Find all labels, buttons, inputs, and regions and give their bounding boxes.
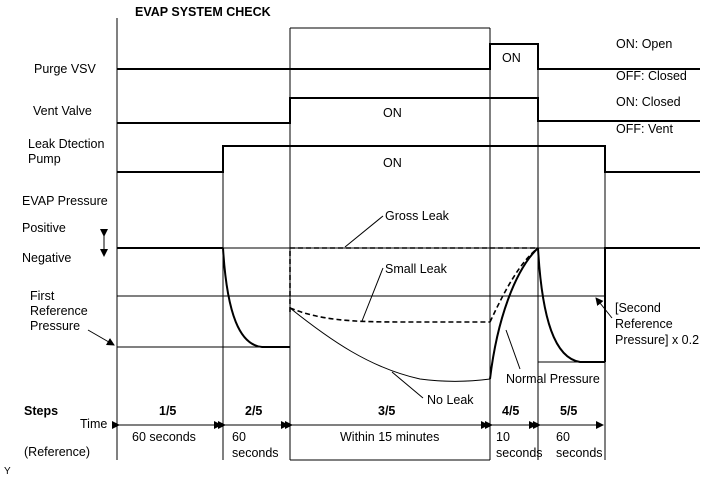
first-ref-label-line2: Reference (30, 304, 88, 318)
gross-leak-curve (289, 247, 490, 312)
step-1-label: 1/5 (159, 404, 176, 418)
step-4-time-line2: seconds (496, 446, 543, 460)
leak-pump-signal: Leak Dtection Pump ON (28, 137, 700, 173)
normal-pressure-recovery (489, 247, 539, 380)
no-leak-annotation: No Leak (427, 393, 474, 407)
purge-vsv-label: Purge VSV (34, 62, 97, 76)
first-ref-label-line1: First (30, 289, 55, 303)
second-ref-pointer (595, 297, 613, 319)
vent-valve-on-text: ON (383, 106, 402, 120)
leak-pump-label-line1: Leak Dtection (28, 137, 104, 151)
gross-leak-annotation: Gross Leak (385, 209, 450, 223)
steps-table: Steps Time (Reference) 1/5 2/5 3/5 4/5 5… (24, 404, 604, 460)
time-label: Time (80, 417, 107, 431)
normal-pressure-leader (505, 329, 521, 370)
purge-vsv-on-text: ON (502, 51, 521, 65)
small-leak-leader (361, 267, 384, 322)
step-2-time-line1: 60 (232, 430, 246, 444)
pressure-trace-step2 (222, 247, 290, 348)
step-2-time-line2: seconds (232, 446, 279, 460)
first-ref-label-line3: Pressure (30, 319, 80, 333)
footer-mark: Y (4, 466, 11, 477)
step-3-time: Within 15 minutes (340, 430, 439, 444)
no-leak-curve (289, 307, 491, 382)
leak-pump-on-text: ON (383, 156, 402, 170)
evap-pressure-label: EVAP Pressure (22, 194, 108, 208)
evap-pressure-section: EVAP Pressure Positive Negative First Re… (22, 194, 700, 407)
step-4-label: 4/5 (502, 404, 519, 418)
step-5-time-line2: seconds (556, 446, 603, 460)
step-4-time-line1: 10 (496, 430, 510, 444)
reference-label: (Reference) (24, 445, 90, 459)
step-5-time-line1: 60 (556, 430, 570, 444)
purge-vsv-state-off: OFF: Closed (616, 69, 687, 83)
normal-pressure-annotation: Normal Pressure (506, 372, 600, 386)
step-2-label: 2/5 (245, 404, 262, 418)
purge-vsv-state-on: ON: Open (616, 37, 672, 51)
small-leak-recovery (489, 247, 539, 323)
vent-valve-signal: Vent Valve ON ON: Closed OFF: Vent (33, 95, 700, 136)
step-3-label: 3/5 (378, 404, 395, 418)
pressure-trace-after (604, 247, 700, 362)
no-leak-leader (391, 371, 424, 399)
positive-label: Positive (22, 221, 66, 235)
second-ref-label-line3: Pressure] x 0.2 (615, 333, 699, 347)
gross-leak-leader (344, 215, 384, 248)
vent-valve-state-on: ON: Closed (616, 95, 681, 109)
small-leak-curve (289, 307, 490, 323)
purge-vsv-signal: Purge VSV ON ON: Open OFF: Closed (34, 37, 700, 83)
negative-label: Negative (22, 251, 71, 265)
vent-valve-state-off: OFF: Vent (616, 122, 673, 136)
vent-valve-label: Vent Valve (33, 104, 92, 118)
step-5-label: 5/5 (560, 404, 577, 418)
second-ref-label-line2: Reference (615, 317, 673, 331)
leak-pump-label-line2: Pump (28, 152, 61, 166)
step-dividers (116, 18, 606, 461)
step-1-time: 60 seconds (132, 430, 196, 444)
first-ref-pointer (87, 329, 115, 346)
steps-label: Steps (24, 404, 58, 418)
small-leak-annotation: Small Leak (385, 262, 448, 276)
pressure-trace-step5 (537, 247, 605, 363)
diagram-title: EVAP SYSTEM CHECK (135, 5, 271, 19)
second-ref-label-line1: [Second (615, 301, 661, 315)
